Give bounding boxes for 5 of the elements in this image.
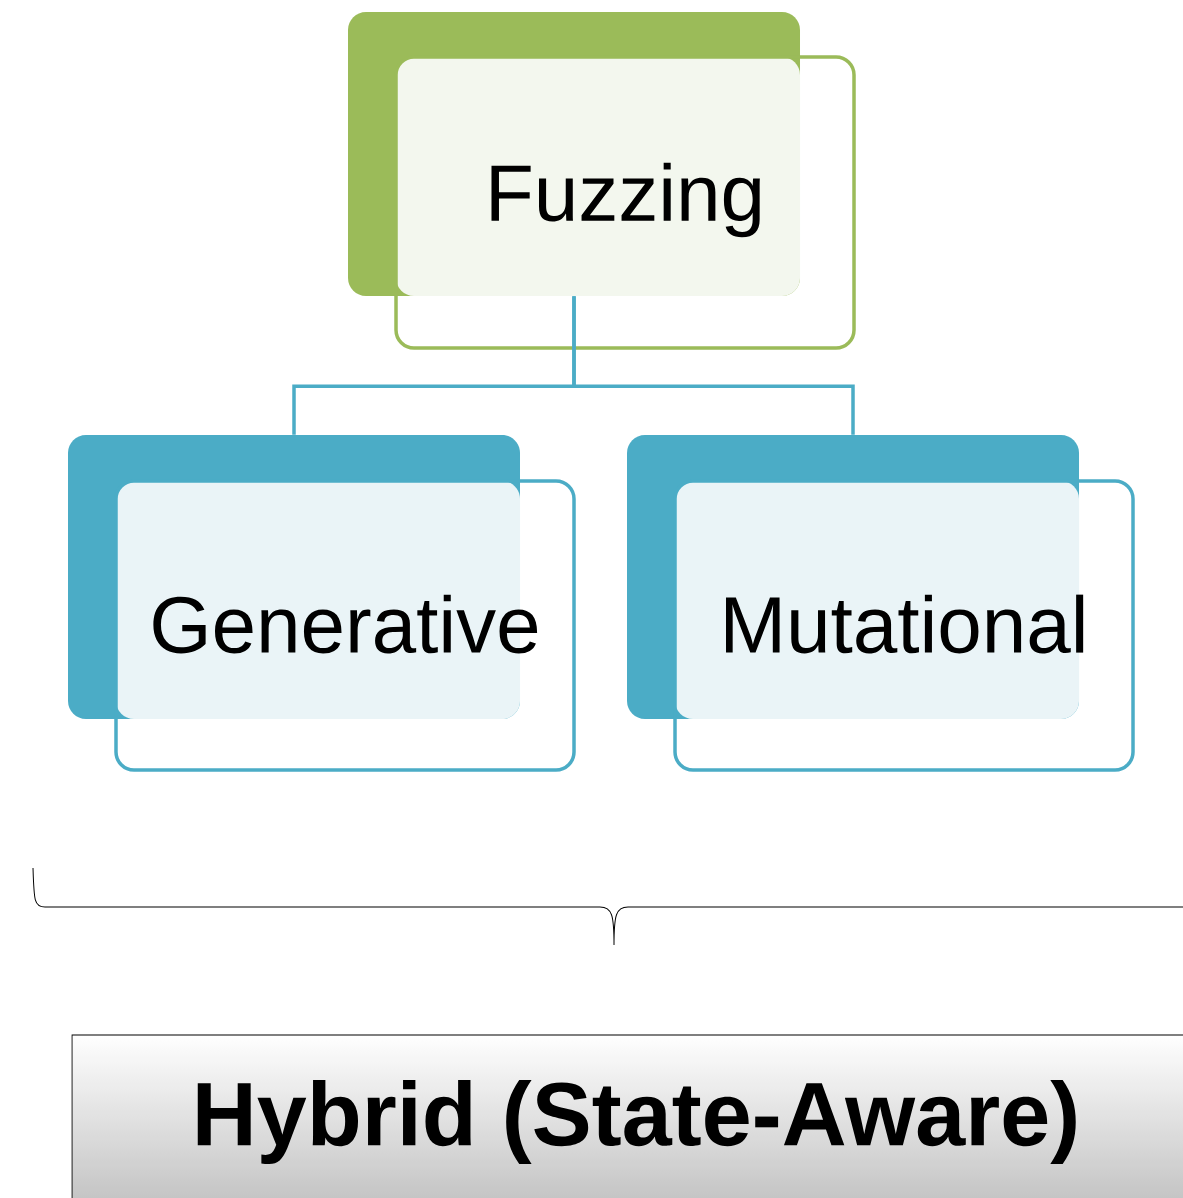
card-box: Generative <box>68 435 576 772</box>
card-box: Mutational <box>627 435 1135 772</box>
connector-line <box>572 296 855 435</box>
label-box: Hybrid (State-Aware) <box>71 1034 1183 1198</box>
card-box: Fuzzing <box>348 12 856 350</box>
